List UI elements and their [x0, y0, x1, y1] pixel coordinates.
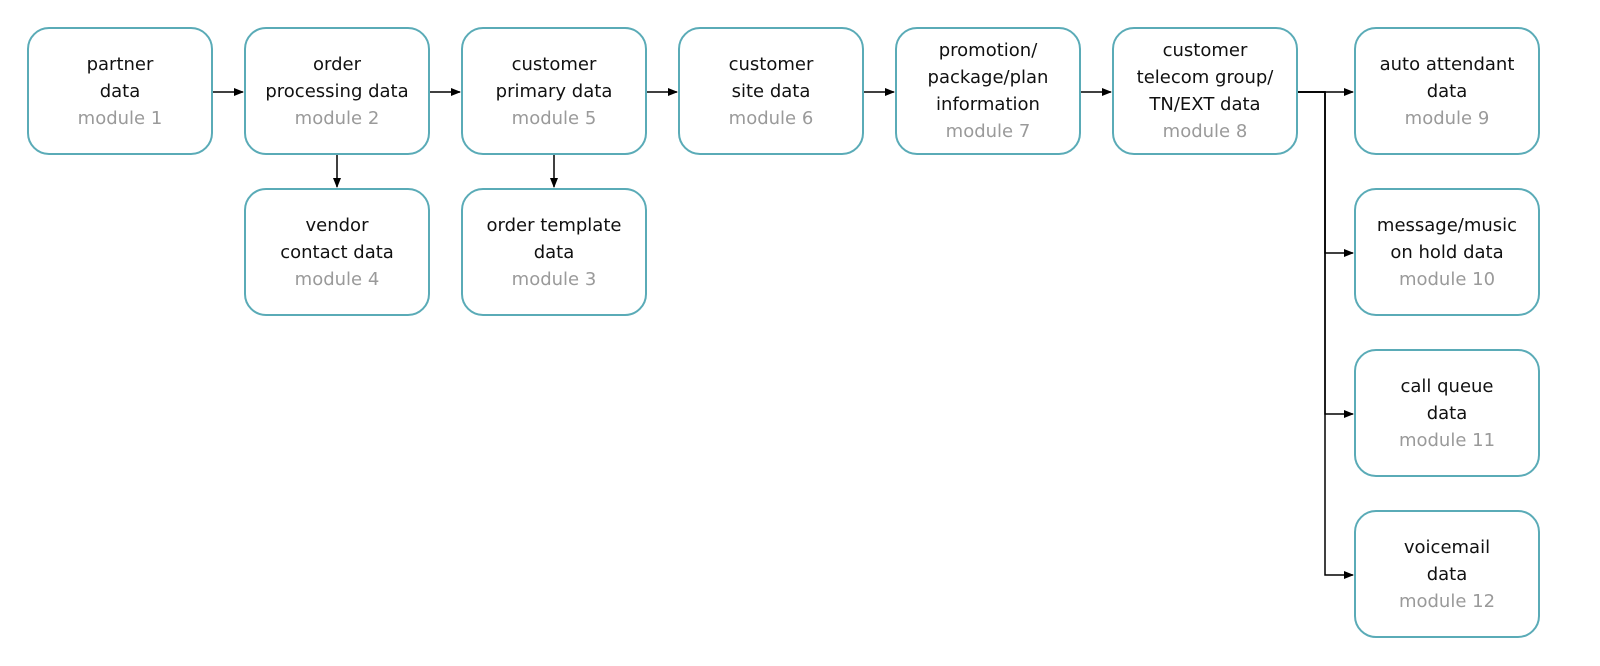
arrow-m8-to-m12: [1298, 91, 1354, 579]
node-module-7: promotion/package/plan information module …: [895, 27, 1081, 155]
node-label-line: customer: [728, 53, 814, 75]
node-label-line: telecom group/: [1136, 67, 1274, 88]
node-label-line: site data: [731, 80, 811, 102]
node-module-8: customer telecom group/TN/EXT data module …: [1112, 27, 1298, 155]
node-label-line: TN/EXT data: [1149, 94, 1261, 115]
node-label-line: contact data: [280, 241, 394, 263]
node-label-line: processing data: [265, 80, 409, 102]
module-label: module 9: [1404, 107, 1490, 129]
node-module-9: auto attendant data module 9: [1354, 27, 1540, 155]
node-module-4: vendor contact data module 4: [244, 188, 430, 316]
node-label-line: message/music: [1376, 214, 1518, 236]
node-label-line: package/plan: [927, 67, 1049, 88]
node-label-line: data: [99, 80, 141, 102]
module-label: module 7: [945, 121, 1031, 142]
node-module-10: message/music on hold data module 10: [1354, 188, 1540, 316]
node-label-line: data: [1426, 563, 1468, 585]
node-label-line: partner: [86, 53, 154, 75]
node-label-line: data: [1426, 80, 1468, 102]
module-label: module 11: [1398, 429, 1496, 451]
node-label-line: customer: [1162, 40, 1248, 61]
node-label-line: promotion/: [938, 40, 1038, 61]
module-label: module 1: [77, 107, 163, 129]
node-label-line: on hold data: [1390, 241, 1504, 263]
node-module-12: voicemail data module 12: [1354, 510, 1540, 638]
module-label: module 10: [1398, 268, 1496, 290]
node-label-line: voicemail: [1403, 536, 1491, 558]
node-module-3: order template data module 3: [461, 188, 647, 316]
node-label-line: data: [1426, 402, 1468, 424]
node-label-line: primary data: [495, 80, 613, 102]
module-label: module 12: [1398, 590, 1496, 612]
module-label: module 6: [728, 107, 814, 129]
node-module-6: customer site data module 6: [678, 27, 864, 155]
node-label-line: auto attendant: [1379, 53, 1515, 75]
node-label-line: information: [936, 94, 1040, 115]
node-label-line: order template: [486, 214, 622, 236]
node-label-line: customer: [511, 53, 597, 75]
module-label: module 5: [511, 107, 597, 129]
node-module-5: customer primary data module 5: [461, 27, 647, 155]
module-label: module 4: [294, 268, 380, 290]
node-label-line: vendor: [305, 214, 369, 236]
node-label-line: data: [533, 241, 575, 263]
module-label: module 2: [294, 107, 380, 129]
module-label: module 3: [511, 268, 597, 290]
node-label-line: call queue: [1400, 375, 1494, 397]
node-label-line: order: [313, 53, 361, 75]
node-module-1: partner data module 1: [27, 27, 213, 155]
node-module-11: call queue data module 11: [1354, 349, 1540, 477]
node-module-2: order processing data module 2: [244, 27, 430, 155]
module-label: module 8: [1162, 121, 1248, 142]
